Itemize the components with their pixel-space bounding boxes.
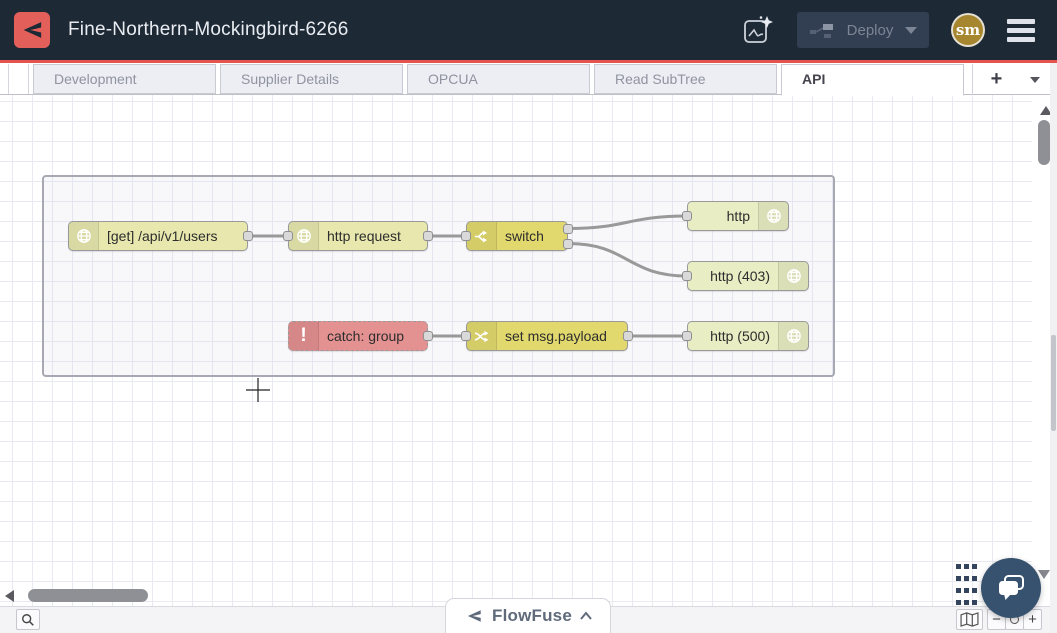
crosshair-cursor [246,378,270,402]
flowfuse-pill-label: FlowFuse [492,606,572,625]
node-catch-group[interactable]: ! catch: group [288,321,433,351]
node-switch[interactable]: switch [461,221,573,251]
drag-handle-dots[interactable] [956,564,978,610]
node-port-input[interactable] [461,331,471,341]
flowfuse-logo[interactable] [14,12,50,48]
vertical-scrollbar-track[interactable] [1037,95,1050,606]
hamburger-icon [1007,27,1035,33]
wire[interactable] [567,214,688,230]
scroll-up-arrow[interactable] [1040,106,1052,115]
node-label: catch: group [327,328,405,344]
wire[interactable] [567,242,688,278]
node-change-set-payload[interactable]: set msg.payload [461,321,633,351]
chevron-down-icon [1030,76,1040,83]
node-label: switch [505,228,544,244]
switch-icon [467,222,497,250]
shuffle-icon [467,322,497,350]
tab-supplier-details[interactable]: Supplier Details [220,64,403,94]
node-port-output[interactable] [563,223,573,234]
scroll-left-arrow[interactable] [5,590,14,602]
globe-icon [778,262,808,290]
avatar-initials: sm [955,21,981,39]
globe-icon [778,322,808,350]
globe-icon [758,202,788,230]
node-label: [get] /api/v1/users [107,228,218,244]
node-port-output[interactable] [423,331,433,341]
node-port-input[interactable] [682,271,692,281]
search-flows-button[interactable] [16,609,40,630]
node-label: http request [327,228,401,244]
flowfuse-mark-icon [467,610,481,622]
deploy-button[interactable]: Deploy [797,12,929,48]
node-http-request[interactable]: http request [283,221,433,251]
chat-launcher-button[interactable] [981,558,1041,618]
hamburger-icon [1007,36,1035,42]
hamburger-icon [1007,18,1035,24]
flow-canvas[interactable] [0,95,1032,606]
deploy-button-label: Deploy [846,21,894,39]
page-scrollbar-thumb[interactable] [1051,335,1056,431]
header-bar: Fine-Northern-Mockingbird-6266 Deploy [0,0,1057,60]
flowfuse-toolbar-pill[interactable]: FlowFuse [445,598,611,633]
header-accent-line [0,60,1057,63]
node-http-response-403[interactable]: http (403) [682,261,809,291]
tab-api[interactable]: API [781,64,964,96]
tab-development[interactable]: Development [33,64,216,94]
instance-title: Fine-Northern-Mockingbird-6266 [68,19,349,40]
node-label: http (403) [710,268,770,284]
chat-bubble-icon [999,575,1024,600]
page-scrollbar-track[interactable] [1050,63,1057,633]
tab-scroll-left[interactable] [8,64,29,94]
node-port-output[interactable] [423,231,433,241]
horizontal-scrollbar-thumb[interactable] [28,589,148,602]
tab-read-subtree[interactable]: Read SubTree [594,64,777,94]
deploy-nodes-icon [810,24,833,38]
workspace: [get] /api/v1/users http request switch htt… [0,95,1052,606]
node-port-input[interactable] [682,211,692,221]
node-port-input[interactable] [283,231,293,241]
node-port-output[interactable] [243,231,253,241]
node-port-input[interactable] [461,231,471,241]
chevron-up-icon [580,611,592,620]
flow-list-button[interactable] [1020,64,1050,95]
ai-flow-icon [744,16,773,43]
node-label: set msg.payload [505,328,607,344]
node-http-response[interactable]: http [682,201,789,231]
node-port-output[interactable] [623,331,633,341]
globe-icon [289,222,319,250]
navigator-toggle-button[interactable] [956,609,983,630]
search-icon [22,613,34,626]
main-menu-button[interactable] [1007,18,1035,42]
flowfuse-logo-icon [23,22,42,38]
node-label: http [726,208,750,224]
globe-icon [69,222,99,250]
add-flow-button[interactable]: + [972,64,1020,95]
deploy-options-caret[interactable] [905,26,917,34]
exclamation-icon: ! [289,322,319,350]
map-icon [960,612,979,627]
vertical-scrollbar-thumb[interactable] [1038,120,1050,165]
node-port-input[interactable] [682,331,692,341]
tab-opcua[interactable]: OPCUA [407,64,590,94]
node-http-response-500[interactable]: http (500) [682,321,809,351]
ai-assistant-button[interactable] [743,14,775,46]
user-avatar[interactable]: sm [951,13,985,47]
node-http-in-get-users[interactable]: [get] /api/v1/users [68,221,253,251]
node-port-output[interactable] [563,238,573,249]
zoom-in-button[interactable]: + [1023,609,1042,630]
node-label: http (500) [710,328,770,344]
scroll-down-arrow[interactable] [1038,570,1050,579]
